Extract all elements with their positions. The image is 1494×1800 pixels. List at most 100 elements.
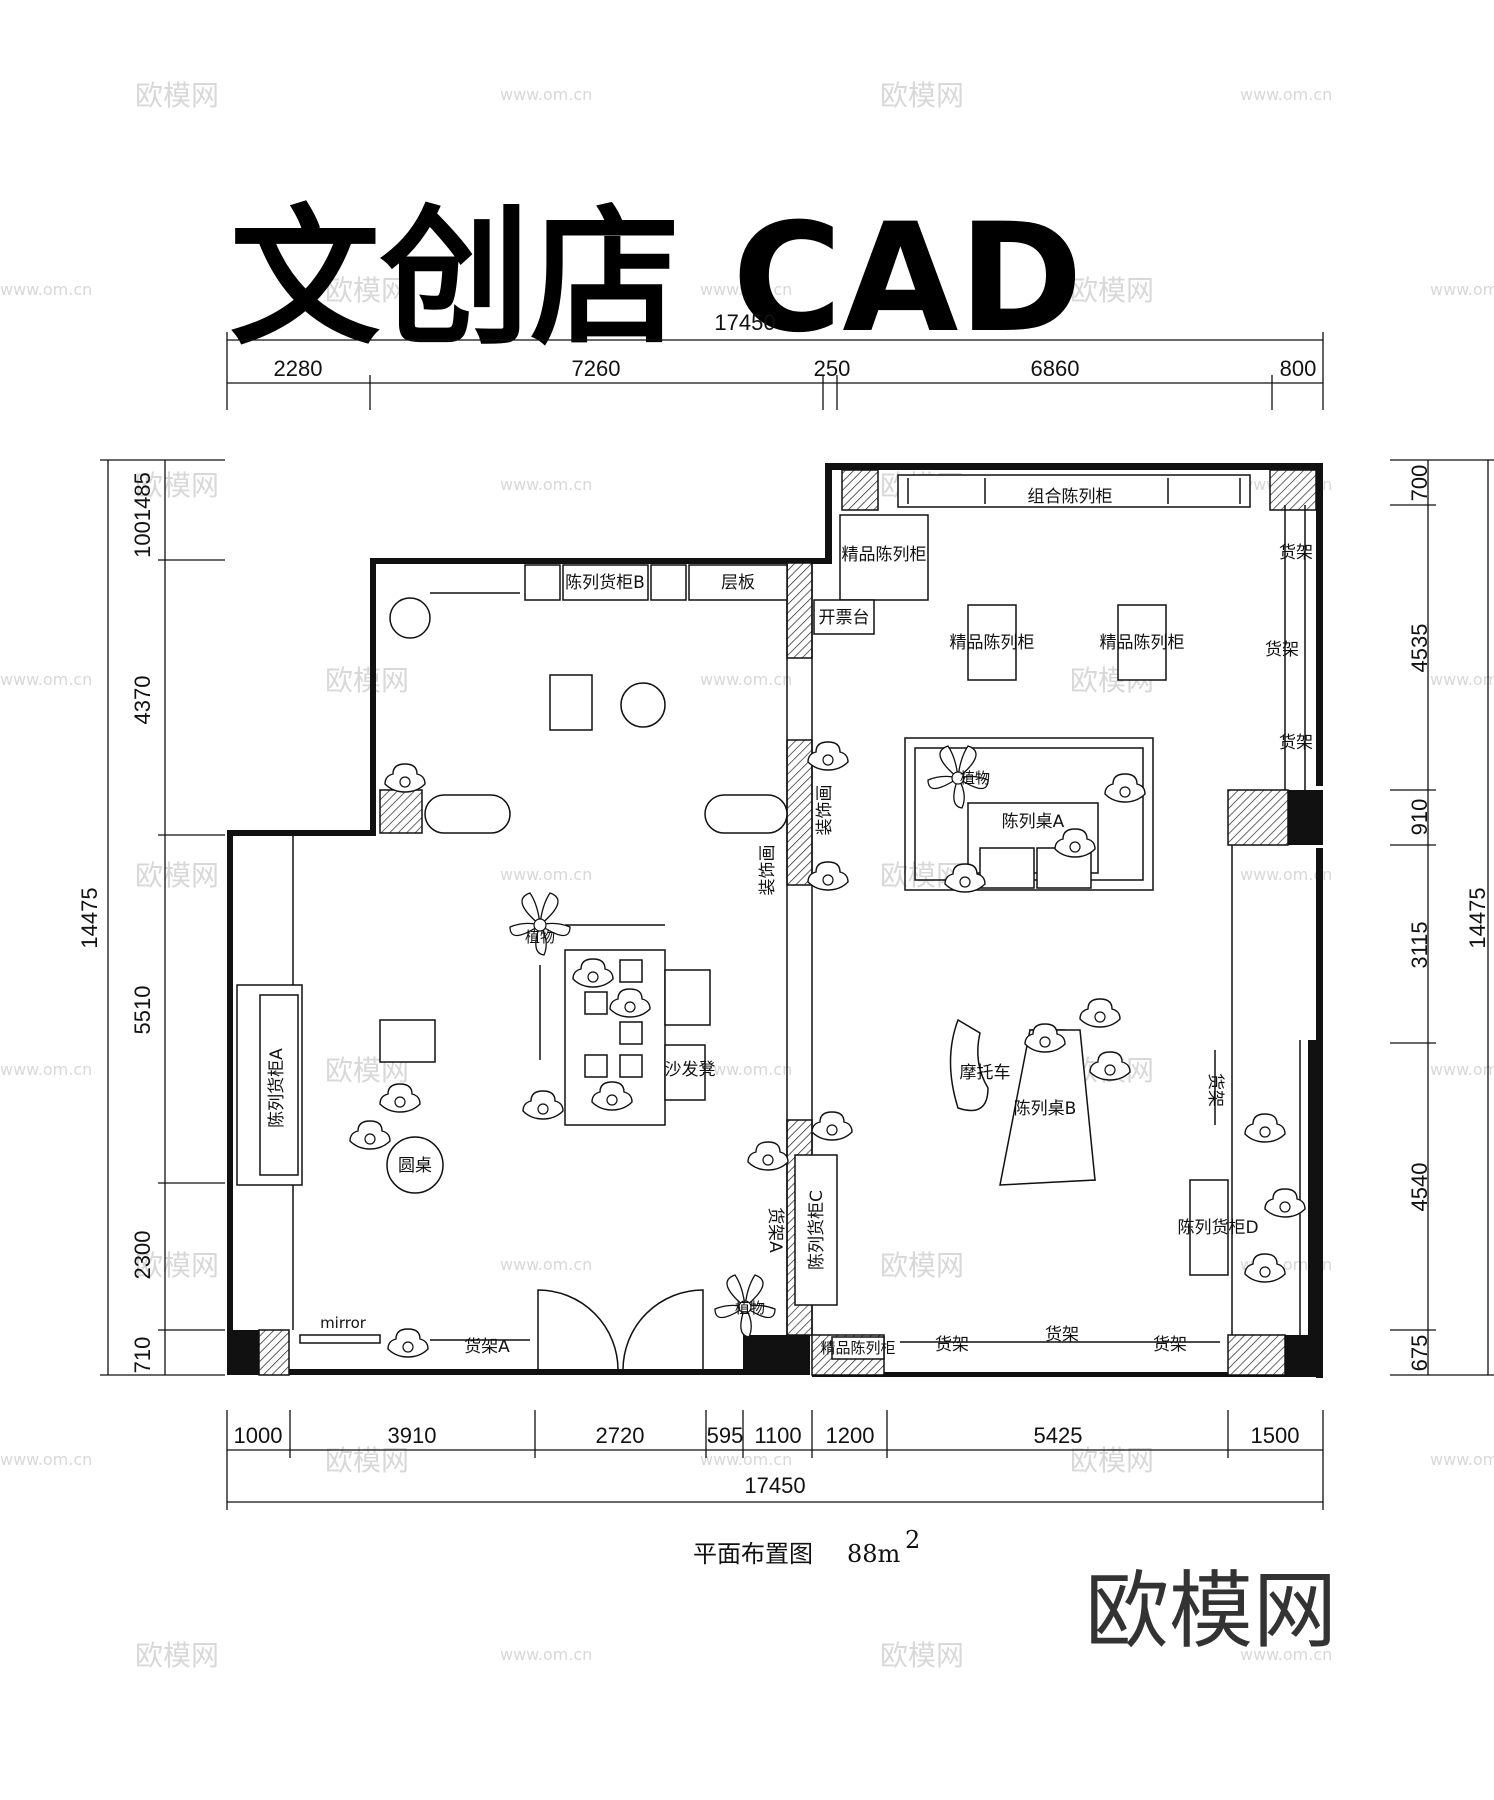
display-cabinet-a: 陈列货柜A xyxy=(236,984,303,1186)
left-dimension-chain: 1001485 4370 5510 2300 710 14475 xyxy=(77,459,225,1376)
dim-right-2: 4535 xyxy=(1407,624,1432,673)
dim-left-1: 1001485 xyxy=(130,472,155,558)
sofa-stool-label: 沙发凳 xyxy=(665,1060,716,1080)
plant-label: 植物 xyxy=(525,928,555,946)
logo-wordmark: 欧模网 xyxy=(1085,1562,1337,1660)
dim-left-4: 2300 xyxy=(130,1231,155,1280)
dim-top-1: 2280 xyxy=(274,356,323,381)
watermark-layer: 欧模网 www.om.cn 欧模网 www.om.cn www.om.cn 欧模… xyxy=(0,79,1494,1672)
round-table-label: 圆桌 xyxy=(398,1156,432,1176)
dim-left-2: 4370 xyxy=(130,676,155,725)
decor-painting-left: 装饰画 xyxy=(758,741,849,896)
decor-painting-label: 装饰画 xyxy=(815,785,835,836)
watermark-url: www.om.cn xyxy=(1240,1645,1332,1664)
plant-label: 植物 xyxy=(960,769,990,787)
mirror-label: mirror xyxy=(320,1314,367,1332)
watermark-url: www.om.cn xyxy=(1430,1450,1494,1469)
walls xyxy=(227,463,1323,1378)
caption-area: 88m xyxy=(847,1540,901,1568)
display-table-a-area: 陈列桌A 植物 xyxy=(904,737,1154,893)
watermark-url: www.om.cn xyxy=(500,865,592,884)
watermark-brand: 欧模网 xyxy=(325,664,409,697)
fine-cabinet-label: 精品陈列柜 xyxy=(842,545,927,565)
combo-cabinet-label: 组合陈列柜 xyxy=(1028,487,1113,507)
dim-top-overall: 17450 xyxy=(714,310,775,335)
round-table-area: 圆桌 xyxy=(349,1019,444,1194)
watermark-url: www.om.cn xyxy=(500,1255,592,1274)
watermark-url: www.om.cn xyxy=(0,280,92,299)
dim-bottom-2: 3910 xyxy=(388,1423,437,1448)
watermark-brand: 欧模网 xyxy=(135,1249,219,1282)
watermark-url: www.om.cn xyxy=(1430,280,1494,299)
watermark-url: www.om.cn xyxy=(700,670,792,689)
watermark-url: www.om.cn xyxy=(700,1450,792,1469)
watermark-brand: 欧模网 xyxy=(135,469,219,502)
display-table-b-area: 摩托车 陈列桌B xyxy=(949,998,1131,1186)
watermark-brand: 欧模网 xyxy=(880,1639,964,1672)
decor-painting-right: 装饰画 xyxy=(815,785,835,836)
shelf-right-mid: 货架 xyxy=(1205,1050,1225,1125)
caption-superscript: 2 xyxy=(905,1526,920,1554)
watermark-url: www.om.cn xyxy=(700,280,792,299)
shelf-label: 货架 xyxy=(935,1335,969,1355)
shelf-label: 货架 xyxy=(1045,1325,1079,1345)
right-dimension-chain: 700 4535 910 3115 4540 675 14475 xyxy=(1390,459,1494,1376)
watermark-brand: 欧模网 xyxy=(135,1639,219,1672)
display-cabinet-a-label: 陈列货柜A xyxy=(267,1048,287,1128)
bottom-dimension-chain: 1000 3910 2720 595 1100 1200 5425 1500 1… xyxy=(226,1410,1324,1510)
dim-right-4: 3115 xyxy=(1407,921,1432,968)
display-table-b-label: 陈列桌B xyxy=(1014,1099,1077,1119)
display-cabinet-c-label: 陈列货柜C xyxy=(807,1190,827,1270)
display-table-a-label: 陈列桌A xyxy=(1002,812,1065,832)
watermark-url: www.om.cn xyxy=(1240,85,1332,104)
shelf-label: 货架 xyxy=(1265,640,1299,660)
watermark-brand: 欧模网 xyxy=(325,274,409,307)
dim-left-5: 710 xyxy=(130,1337,155,1374)
watermark-url: www.om.cn xyxy=(500,85,592,104)
sofa-stool: 沙发凳 xyxy=(664,969,716,1101)
fine-cabinet-label: 精品陈列柜 xyxy=(1100,633,1185,653)
reading-chairs-top xyxy=(384,597,666,793)
shelf-label: 货架 xyxy=(1279,733,1313,753)
dim-bottom-6: 1200 xyxy=(826,1423,875,1448)
watermark-url: www.om.cn xyxy=(0,670,92,689)
watermark-brand: 欧模网 xyxy=(1070,274,1154,307)
display-cabinet-d: 陈列货柜D xyxy=(1177,1113,1306,1283)
display-cabinet-d-label: 陈列货柜D xyxy=(1177,1218,1258,1238)
dim-top-4: 6860 xyxy=(1031,356,1080,381)
entry-door[interactable] xyxy=(537,1289,704,1371)
dim-right-6: 675 xyxy=(1407,1335,1432,1372)
watermark-url: www.om.cn xyxy=(700,1060,792,1079)
ticket-desk-label: 开票台 xyxy=(819,608,870,628)
shelf-label: 货架 xyxy=(1153,1335,1187,1355)
watermark-url: www.om.cn xyxy=(0,1450,92,1469)
shelf-label: 货架 xyxy=(1279,543,1313,563)
dim-left-overall: 14475 xyxy=(77,887,102,948)
watermark-brand: 欧模网 xyxy=(880,1249,964,1282)
shelf-board-label: 层板 xyxy=(721,573,755,593)
right-wall-shelves: 货架 货架 货架 xyxy=(1265,543,1313,753)
watermark-brand: 欧模网 xyxy=(880,79,964,112)
mirror-and-shelf-a: mirror 货架A xyxy=(299,1314,530,1358)
plant-label: 植物 xyxy=(735,1299,765,1317)
dim-top-3: 250 xyxy=(814,356,851,381)
top-dimension-chain: 17450 2280 7260 250 6860 800 xyxy=(226,310,1324,410)
shelf-a-label: 货架A xyxy=(464,1337,510,1357)
fine-cabinet-label: 精品陈列柜 xyxy=(820,1339,895,1357)
pillow-sofas xyxy=(424,794,788,834)
combo-display-cabinet: 组合陈列柜 xyxy=(897,474,1251,508)
watermark-brand: 欧模网 xyxy=(1070,1444,1154,1477)
watermark-url: www.om.cn xyxy=(1430,1060,1494,1079)
watermark-brand: 欧模网 xyxy=(135,859,219,892)
dim-bottom-5: 1100 xyxy=(754,1423,801,1448)
shelf-label: 货架 xyxy=(1205,1073,1225,1107)
bottom-right-shelves: 精品陈列柜 货架 货架 货架 xyxy=(820,1325,1220,1360)
dim-right-5: 4540 xyxy=(1407,1163,1432,1212)
dim-right-3: 910 xyxy=(1407,799,1432,836)
watermark-url: www.om.cn xyxy=(0,1060,92,1079)
dim-bottom-1: 1000 xyxy=(234,1423,283,1448)
watermark-url: www.om.cn xyxy=(1430,670,1494,689)
plan-caption: 平面布置图 88m 2 xyxy=(693,1526,920,1568)
ticket-desk: 开票台 xyxy=(813,599,875,635)
